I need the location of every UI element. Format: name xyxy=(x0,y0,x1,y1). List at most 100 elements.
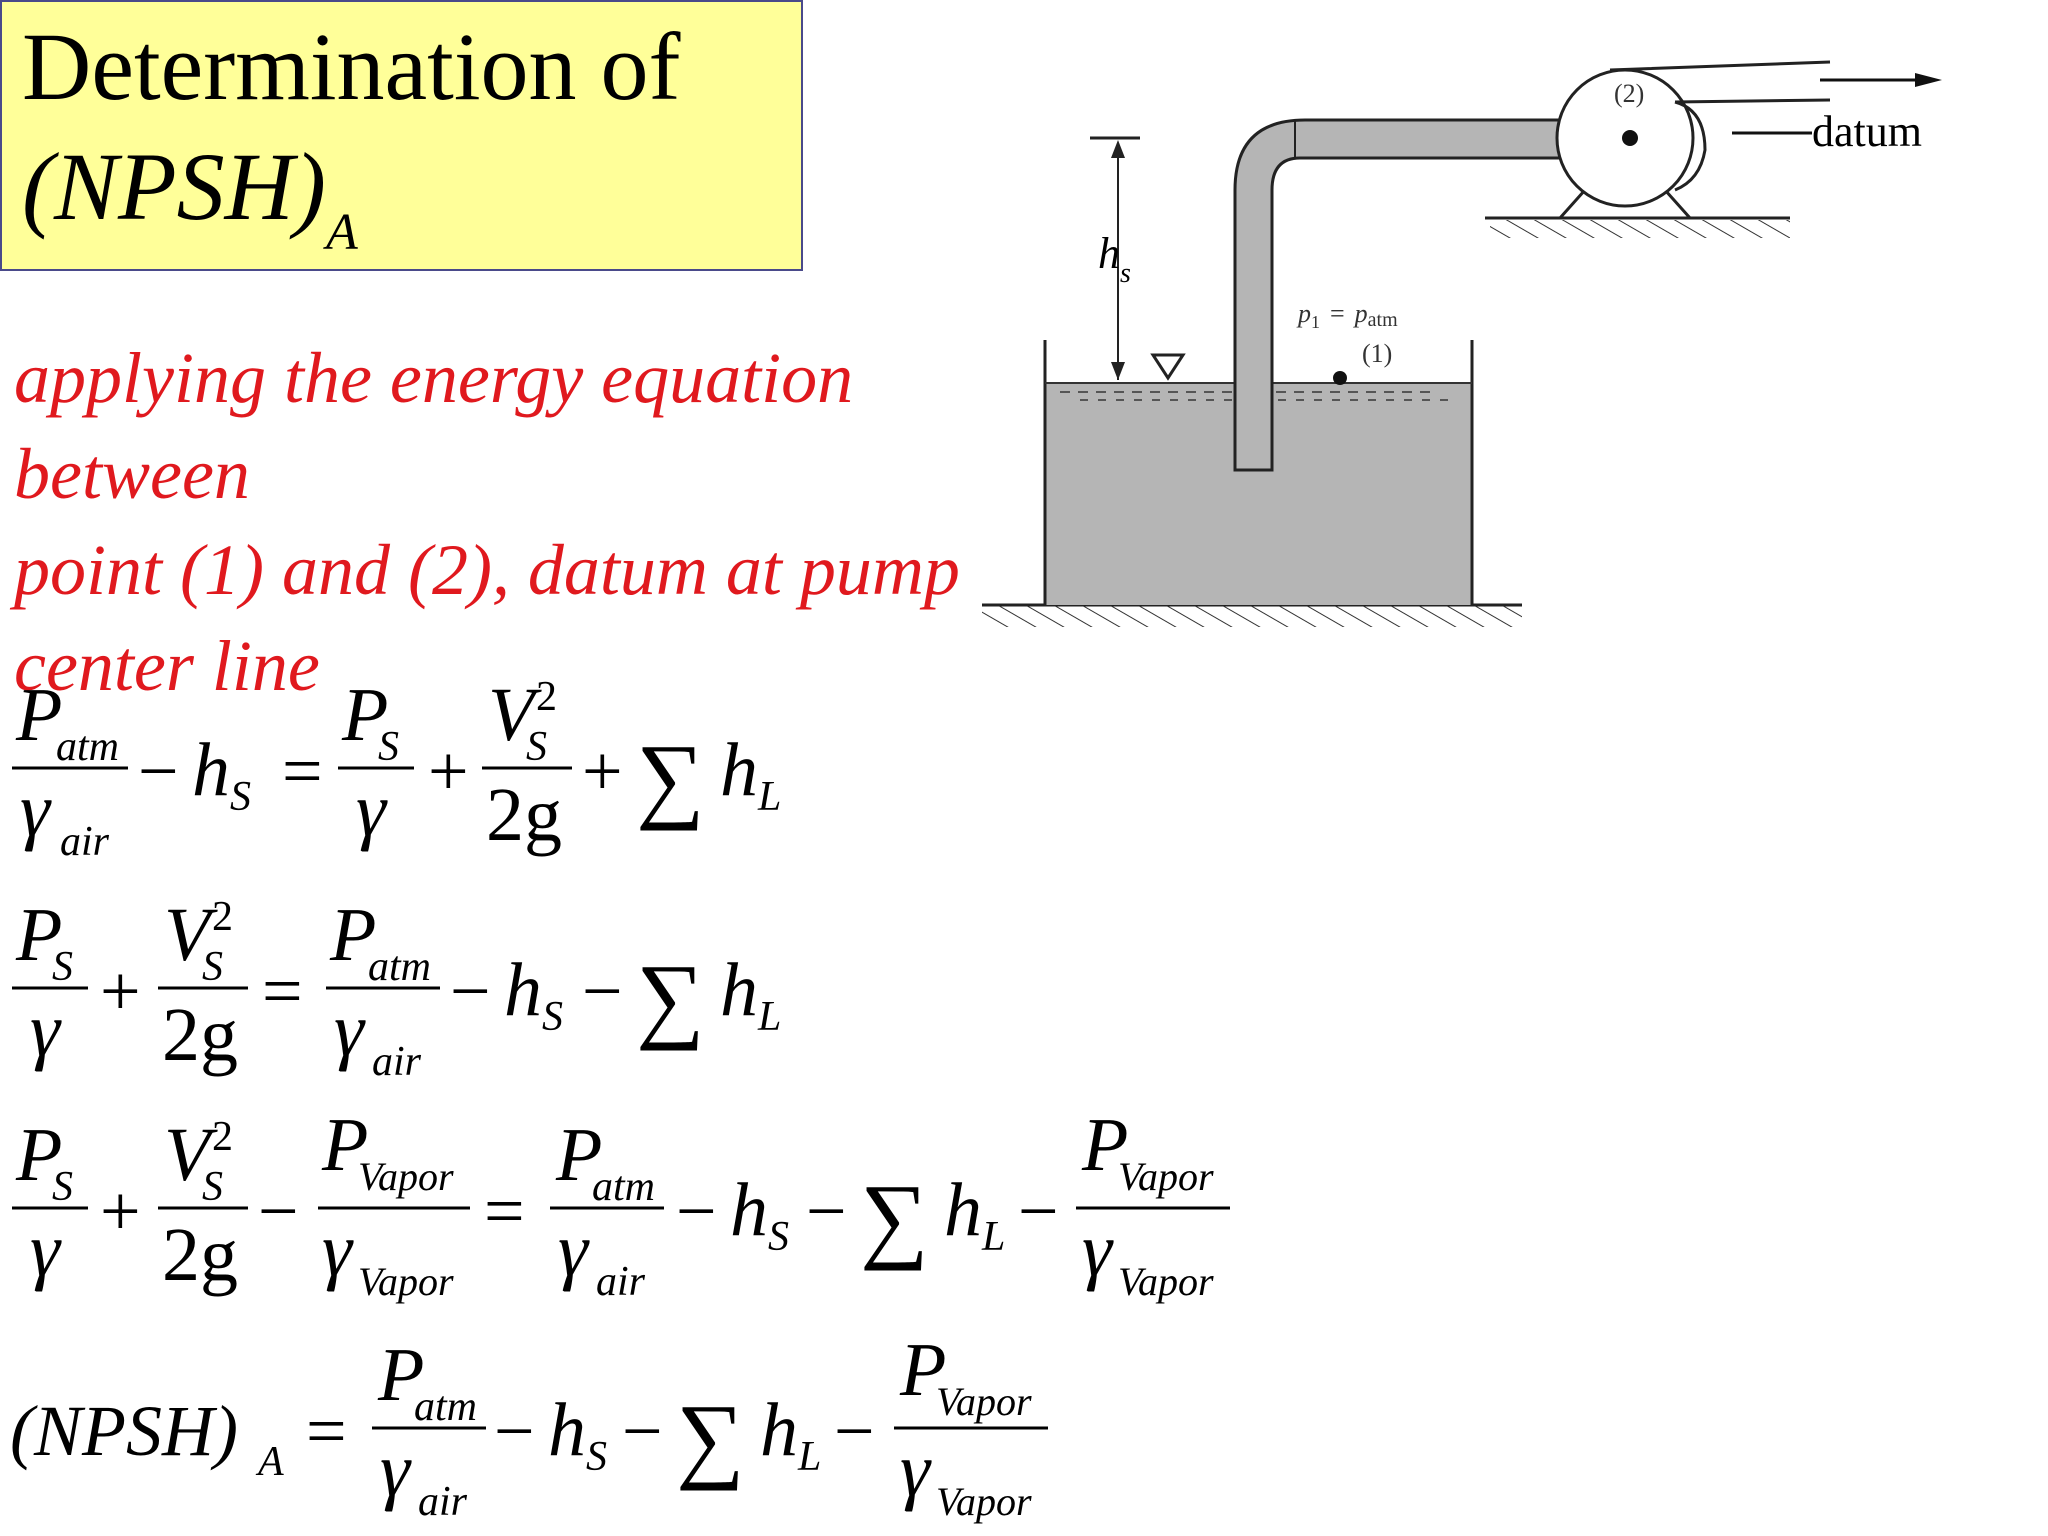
svg-text:h: h xyxy=(760,1388,798,1472)
svg-text:h: h xyxy=(548,1388,586,1472)
svg-text:h: h xyxy=(720,728,758,812)
point-2-label: (2) xyxy=(1614,79,1644,108)
svg-text:L: L xyxy=(797,1434,821,1480)
svg-text:P: P xyxy=(377,1333,424,1417)
svg-text:+: + xyxy=(428,731,469,811)
svg-text:γ: γ xyxy=(20,768,52,852)
svg-text:L: L xyxy=(981,1214,1005,1260)
svg-text:P: P xyxy=(899,1328,946,1412)
svg-text:−: − xyxy=(1018,1171,1059,1251)
svg-text:Vapor: Vapor xyxy=(358,1154,454,1199)
pump-outlet xyxy=(1609,60,1831,104)
svg-text:Vapor: Vapor xyxy=(936,1379,1032,1424)
svg-text:air: air xyxy=(60,819,110,865)
svg-text:S: S xyxy=(230,774,251,820)
datum-label: datum xyxy=(1812,107,1922,156)
hs-label: hs xyxy=(1098,229,1131,289)
svg-text:γ: γ xyxy=(30,988,62,1072)
svg-text:P: P xyxy=(329,893,376,977)
pump-ground xyxy=(1490,220,1790,238)
svg-text:S: S xyxy=(52,1164,73,1210)
svg-text:γ: γ xyxy=(334,988,366,1072)
point-1-marker xyxy=(1333,371,1347,385)
flow-arrow-icon xyxy=(1915,73,1942,87)
svg-text:γ: γ xyxy=(30,1208,62,1292)
svg-text:h: h xyxy=(192,728,230,812)
svg-text:P: P xyxy=(15,893,62,977)
svg-text:−: − xyxy=(258,1171,299,1251)
svg-text:air: air xyxy=(372,1039,422,1085)
tank-ground xyxy=(982,605,1522,627)
svg-text:+: + xyxy=(100,951,141,1031)
svg-text:S: S xyxy=(202,944,223,990)
svg-text:2g: 2g xyxy=(162,993,238,1077)
svg-text:−: − xyxy=(494,1391,535,1471)
title-npsh: (NPSH) xyxy=(22,133,326,240)
equation-3: P S γ + V 2 S 2g − P Vapor γ Vapor = P a… xyxy=(12,1103,1230,1305)
svg-text:V: V xyxy=(164,893,218,977)
svg-text:γ: γ xyxy=(900,1428,932,1512)
svg-text:L: L xyxy=(757,774,781,820)
svg-text:P: P xyxy=(555,1113,602,1197)
svg-text:γ: γ xyxy=(356,768,388,852)
svg-text:∑: ∑ xyxy=(860,1164,928,1271)
svg-text:=: = xyxy=(484,1171,525,1251)
svg-text:γ: γ xyxy=(322,1208,354,1292)
point-2-marker xyxy=(1622,130,1638,146)
svg-text:γ: γ xyxy=(558,1208,590,1292)
svg-text:+: + xyxy=(100,1171,141,1251)
svg-text:−: − xyxy=(138,731,179,811)
svg-text:=: = xyxy=(282,731,323,811)
svg-text:2: 2 xyxy=(212,1114,233,1160)
svg-text:S: S xyxy=(52,944,73,990)
intro-line-2: point (1) and (2), datum at pump xyxy=(14,530,960,610)
svg-text:Vapor: Vapor xyxy=(358,1259,454,1304)
svg-text:γ: γ xyxy=(1082,1208,1114,1292)
svg-text:Vapor: Vapor xyxy=(1118,1259,1214,1304)
svg-text:P: P xyxy=(321,1103,368,1187)
svg-text:S: S xyxy=(768,1214,789,1260)
svg-text:S: S xyxy=(526,724,547,770)
point-1-label: (1) xyxy=(1362,339,1392,368)
svg-text:−: − xyxy=(834,1391,875,1471)
svg-text:atm: atm xyxy=(592,1164,655,1210)
svg-text:Vapor: Vapor xyxy=(1118,1154,1214,1199)
svg-text:2g: 2g xyxy=(486,773,562,857)
svg-text:h: h xyxy=(730,1168,768,1252)
svg-text:(NPSH): (NPSH) xyxy=(10,1391,238,1471)
svg-text:h: h xyxy=(504,948,542,1032)
pump-diagram: (2) datum hs p1=patm (1) xyxy=(982,60,1942,627)
equation-4: (NPSH) A = P atm γ air − h S − ∑ h L − P… xyxy=(10,1328,1048,1525)
title-box: Determination of (NPSH)A xyxy=(0,0,803,271)
title-line-2: (NPSH)A xyxy=(22,132,358,261)
svg-text:+: + xyxy=(582,731,623,811)
intro-text: applying the energy equation between poi… xyxy=(14,330,1014,714)
svg-text:−: − xyxy=(582,951,623,1031)
free-surface-icon xyxy=(1150,353,1186,381)
svg-text:∑: ∑ xyxy=(676,1384,744,1491)
svg-text:γ: γ xyxy=(380,1428,412,1512)
svg-text:atm: atm xyxy=(368,944,431,990)
intro-line-3: center line xyxy=(14,626,320,706)
svg-text:V: V xyxy=(164,1113,218,1197)
svg-text:atm: atm xyxy=(56,724,119,770)
svg-text:−: − xyxy=(806,1171,847,1251)
svg-text:−: − xyxy=(676,1171,717,1251)
svg-text:A: A xyxy=(255,1439,284,1485)
intro-line-1: applying the energy equation between xyxy=(14,338,854,514)
svg-text:2: 2 xyxy=(212,894,233,940)
svg-text:h: h xyxy=(720,948,758,1032)
title-line-1: Determination of xyxy=(22,13,681,120)
svg-text:L: L xyxy=(757,994,781,1040)
svg-text:Vapor: Vapor xyxy=(936,1479,1032,1524)
svg-text:air: air xyxy=(418,1479,468,1525)
svg-text:S: S xyxy=(542,994,563,1040)
svg-text:h: h xyxy=(944,1168,982,1252)
svg-text:air: air xyxy=(596,1259,646,1305)
p1-patm-label: p1=patm xyxy=(1296,299,1398,332)
svg-text:S: S xyxy=(586,1434,607,1480)
svg-text:∑: ∑ xyxy=(636,724,704,831)
svg-text:2g: 2g xyxy=(162,1213,238,1297)
title-npsh-subscript: A xyxy=(325,204,358,261)
svg-text:=: = xyxy=(262,951,303,1031)
